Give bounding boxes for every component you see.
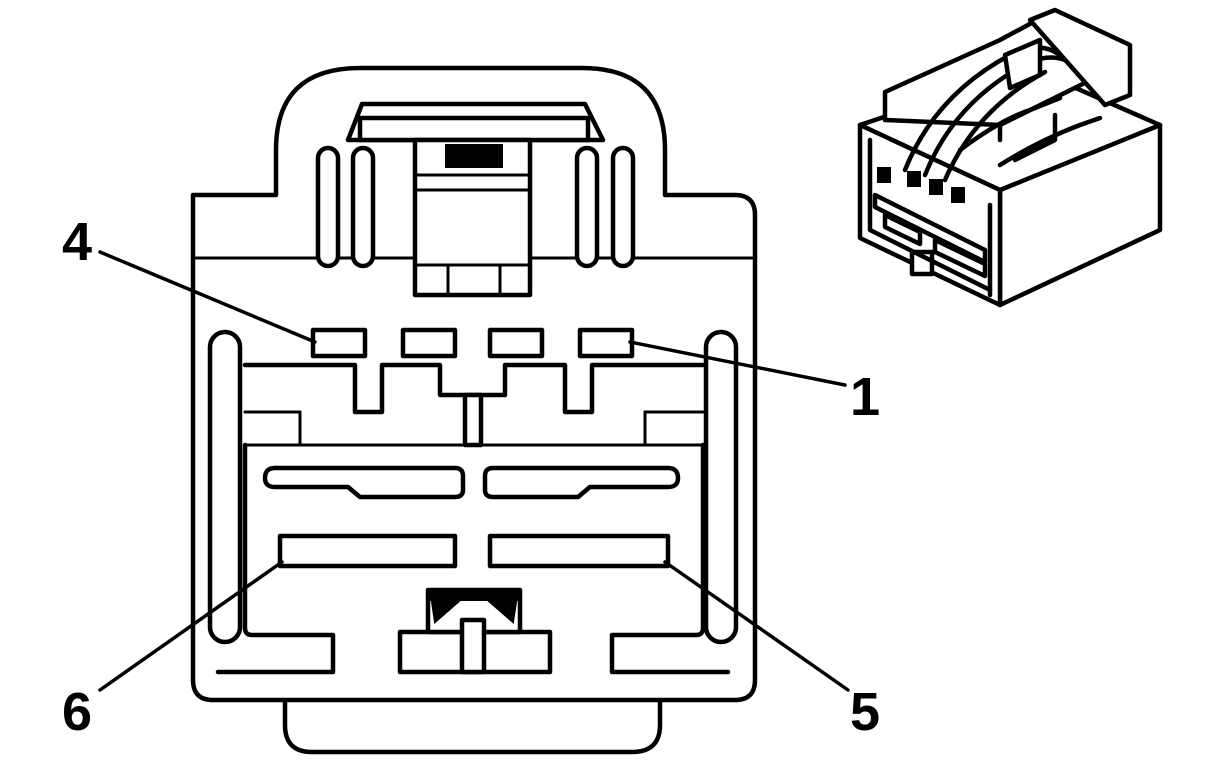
left-guide-slot	[262, 465, 466, 500]
latch-slot	[315, 145, 341, 269]
latch-slot	[610, 145, 636, 269]
pin-1-label: 1	[850, 367, 880, 427]
connector-face-view	[190, 65, 758, 755]
pin-5-label: 5	[850, 682, 880, 742]
pin-2-terminal	[487, 327, 545, 359]
connector-latch	[345, 101, 606, 298]
pin-4-terminal	[310, 327, 368, 359]
pin-4-leader	[98, 250, 317, 344]
pin-3-terminal	[400, 327, 458, 359]
pin-5-leader	[663, 560, 850, 692]
pin-1-leader	[628, 340, 847, 387]
pin-callouts: 4 1 6 5	[62, 212, 880, 742]
pin-5-terminal	[487, 533, 671, 569]
bottom-lock-tab	[397, 587, 553, 675]
latch-slot	[350, 145, 376, 269]
left-guide-rail	[207, 329, 243, 645]
terminal-center-post	[462, 392, 484, 448]
pin-4-label: 4	[62, 212, 92, 272]
connector-isometric-view	[857, 7, 1163, 308]
right-guide-slot	[482, 465, 681, 500]
pin-6-label: 6	[62, 682, 92, 742]
pin-1-terminal	[577, 327, 635, 359]
pin-6-terminal	[277, 533, 458, 569]
lower-cavity-frame	[215, 442, 336, 675]
pin-6-leader	[98, 560, 284, 692]
right-guide-rail	[703, 329, 739, 645]
latch-slot	[574, 145, 600, 269]
